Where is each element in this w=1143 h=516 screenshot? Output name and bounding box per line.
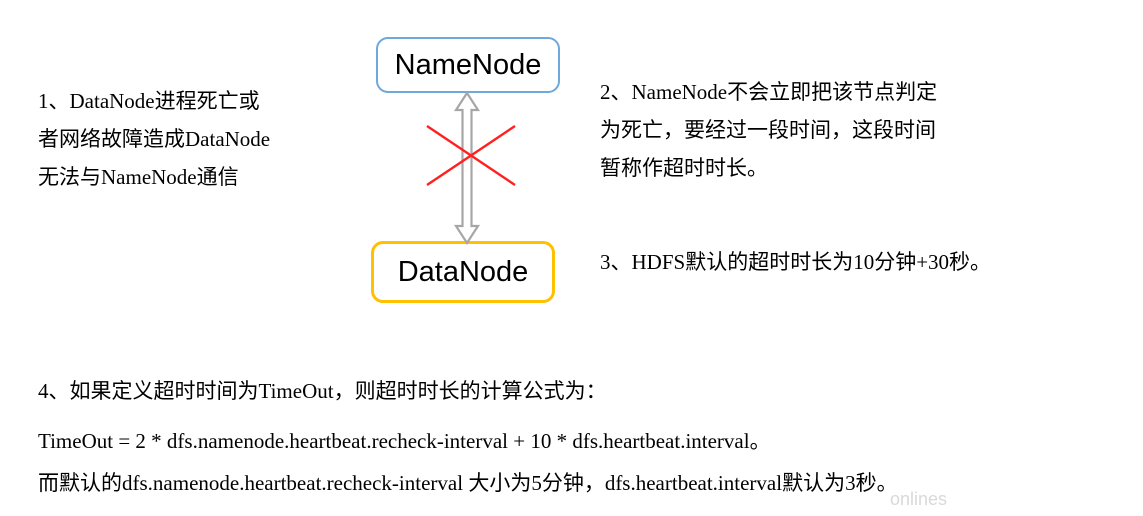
default-values-note: 而默认的dfs.namenode.heartbeat.recheck-inter… [38,471,898,495]
note-line: 4、如果定义超时时间为TimeOut，则超时时长的计算公式为： [38,379,607,403]
note-line: 无法与NameNode通信 [38,165,239,189]
node-datanode-label: DataNode [397,255,529,288]
node-datanode[interactable]: DataNode [371,241,555,303]
node-namenode-label: NameNode [394,48,542,81]
note-line: 1、DataNode进程死亡或 [38,89,260,113]
double-arrow-icon [453,90,481,246]
note-line: 者网络故障造成DataNode [38,127,271,151]
timeout-formula: TimeOut = 2 * dfs.namenode.heartbeat.rec… [38,429,771,453]
note-default-timeout: 3、HDFS默认的超时时长为10分钟+30秒。 [600,243,991,281]
note-line: 为死亡，要经过一段时间，这段时间 [600,118,936,142]
note-line: 3、HDFS默认的超时时长为10分钟+30秒。 [600,250,992,274]
red-cross-icon [426,125,516,186]
note-timeout-definition: 2、NameNode不会立即把该节点判定 为死亡，要经过一段时间，这段时间 暂称… [600,73,937,187]
note-datanode-failure: 1、DataNode进程死亡或 者网络故障造成DataNode 无法与NameN… [38,82,270,196]
note-formula-intro: 4、如果定义超时时间为TimeOut，则超时时长的计算公式为： [38,372,607,410]
broken-connection-group [426,90,516,246]
watermark-text: onlines [890,489,948,509]
note-line: 暂称作超时时长。 [600,156,768,180]
node-namenode[interactable]: NameNode [376,37,560,93]
note-line: 2、NameNode不会立即把该节点判定 [600,80,938,104]
